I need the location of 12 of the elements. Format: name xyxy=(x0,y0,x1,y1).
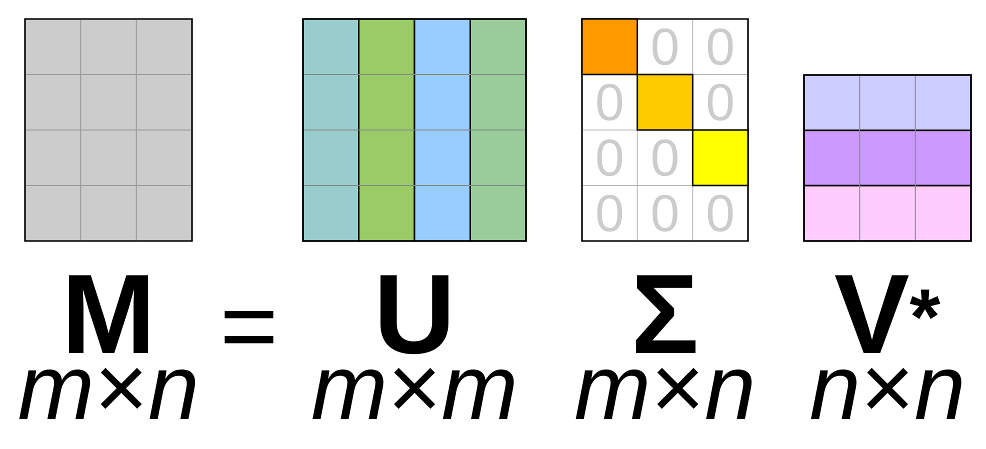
matrix-grid xyxy=(803,74,972,242)
matrix-size: n×n xyxy=(811,368,962,419)
equals-sign: = xyxy=(224,310,274,344)
matrix-grid xyxy=(302,18,527,242)
matrix-size: m×m xyxy=(312,368,514,419)
matrix-symbol: U xyxy=(380,275,448,354)
matrix-symbol: V$^{*}$ xyxy=(834,275,940,353)
matrix-symbol: M xyxy=(69,275,148,353)
matrix-symbol: Σ xyxy=(636,275,696,353)
matrix-grid xyxy=(24,18,193,242)
matrix-size: m×n xyxy=(19,368,196,419)
matrix-size: m×n xyxy=(576,368,752,419)
